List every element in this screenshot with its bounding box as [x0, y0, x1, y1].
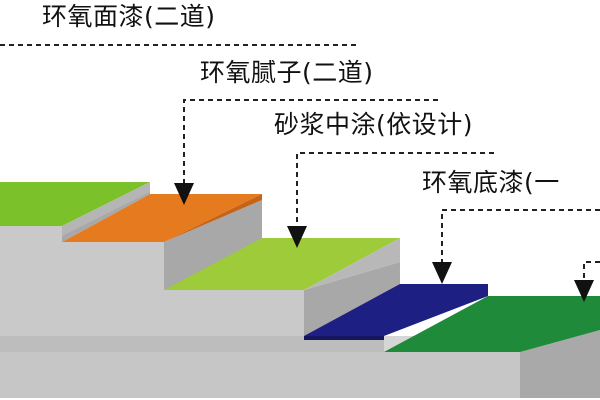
- step3-slab-front: [0, 290, 304, 336]
- primer-arrow-head: [432, 262, 452, 284]
- mortar-leader: [296, 152, 494, 228]
- base-slab-front: [0, 352, 520, 398]
- step2-slab-front: [0, 242, 164, 290]
- topcoat-layer-side: [62, 182, 150, 236]
- putty-layer-side: [164, 194, 262, 242]
- step3-slab-side: [304, 262, 400, 336]
- mortar-layer: [164, 238, 400, 290]
- substrate-arrow-head: [574, 280, 594, 302]
- putty-layer: [62, 194, 262, 242]
- substrate-surface: [384, 296, 600, 352]
- topcoat-label: 环氧面漆(二道): [42, 2, 216, 31]
- mortar-label: 砂浆中涂(依设计): [274, 110, 474, 139]
- primer-layer-edge: [304, 336, 384, 340]
- mortar-layer-side: [304, 238, 400, 290]
- primer-label: 环氧底漆(一: [422, 168, 560, 197]
- primer-leader: [441, 209, 600, 264]
- primer-layer: [304, 284, 488, 336]
- mortar-arrow-head: [287, 226, 307, 248]
- topcoat-layer: [0, 182, 150, 226]
- step3-slab-bottom-edge: [0, 336, 384, 352]
- putty-label: 环氧腻子(二道): [200, 58, 374, 87]
- putty-leader: [183, 99, 438, 185]
- base-slab-side: [520, 330, 600, 398]
- putty-arrow-head: [174, 183, 194, 205]
- step2-slab-side: [164, 200, 262, 290]
- step0-slab-front: [0, 226, 62, 242]
- step0-slab-side: [62, 192, 150, 242]
